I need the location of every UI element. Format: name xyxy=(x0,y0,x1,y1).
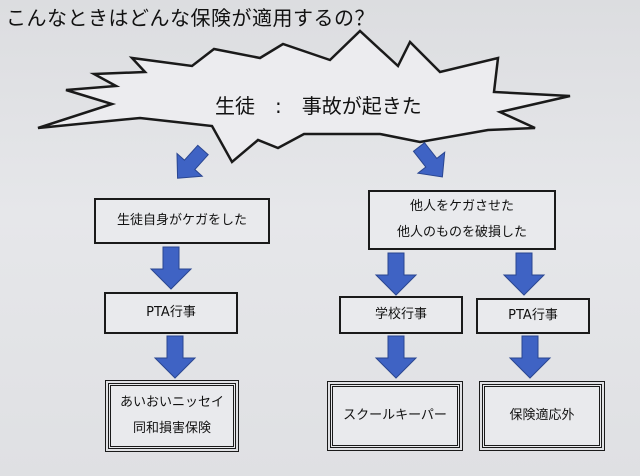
left-event-label: PTA行事 xyxy=(146,305,196,320)
right-case-line-1: 他人をケガさせた xyxy=(409,199,514,214)
flow-arrows xyxy=(149,141,552,379)
far-result-box: 保険適応外 xyxy=(479,381,605,451)
page-title: こんなときはどんな保険が適用するの？ xyxy=(6,6,375,30)
middle-result-label: スクールキーパー xyxy=(343,408,447,423)
far-event-box: PTA行事 xyxy=(476,298,590,334)
arrow-left-1 xyxy=(149,246,193,290)
arrow-burst-to-left xyxy=(176,144,209,179)
left-insurer-line-2: 同和損害保険 xyxy=(132,421,211,436)
arrow-far-2 xyxy=(508,335,552,379)
middle-result-box: スクールキーパー xyxy=(327,381,463,451)
left-case-label: 生徒自身がケガをした xyxy=(116,213,247,228)
arrow-mid-1 xyxy=(374,252,418,296)
right-case-box: 他人をケガさせた 他人のものを破損した xyxy=(368,190,556,250)
arrow-mid-2 xyxy=(374,335,418,379)
accident-burst xyxy=(37,29,571,164)
far-result-label: 保険適応外 xyxy=(509,408,575,423)
arrow-far-1 xyxy=(502,252,546,296)
left-insurer-box: あいおいニッセイ 同和損害保険 xyxy=(105,380,239,452)
middle-event-box: 学校行事 xyxy=(339,296,463,334)
arrow-burst-to-right xyxy=(412,141,446,178)
arrow-left-2 xyxy=(153,335,197,379)
left-insurer-line-1: あいおいニッセイ xyxy=(119,395,224,410)
right-case-line-2: 他人のものを破損した xyxy=(396,225,527,240)
middle-event-label: 学校行事 xyxy=(374,307,427,322)
left-event-box: PTA行事 xyxy=(104,292,238,334)
far-event-label: PTA行事 xyxy=(508,308,558,323)
burst-label: 生徒 : 事故が起きた xyxy=(215,94,422,118)
left-case-box: 生徒自身がケガをした xyxy=(94,198,270,244)
